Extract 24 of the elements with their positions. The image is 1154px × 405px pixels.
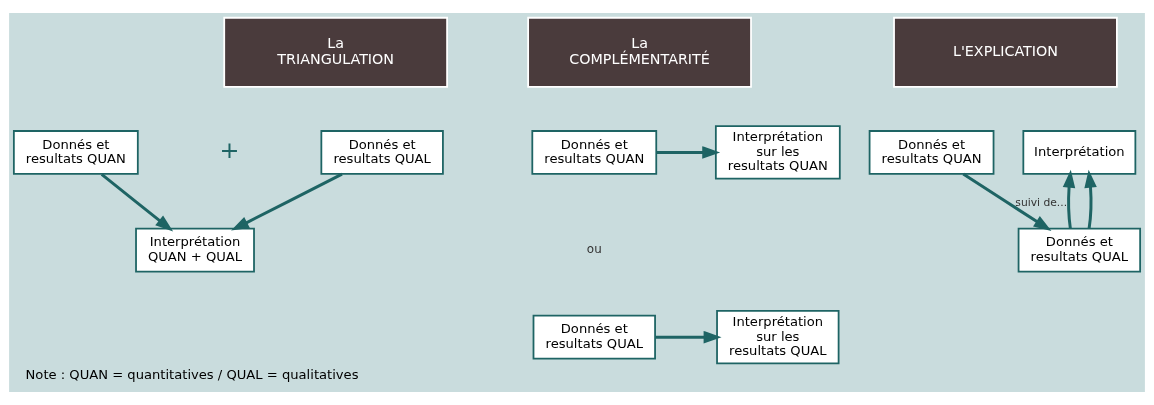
arrow xyxy=(100,173,174,232)
node-box: Interprétation sur les resultats QUAL xyxy=(716,310,840,365)
arrow xyxy=(962,172,1052,231)
arrow xyxy=(231,172,343,231)
arrow xyxy=(1084,169,1097,229)
node-box: Donnés et resultats QUAN xyxy=(868,130,995,175)
node-box: Donnés et resultats QUAN xyxy=(12,130,139,175)
node-box: Interprétation xyxy=(1022,130,1137,175)
label: + xyxy=(219,136,240,165)
node-box: Interprétation QUAN + QUAL xyxy=(135,227,255,273)
arrow xyxy=(1062,169,1076,229)
node-box: L'EXPLICATION xyxy=(893,16,1118,88)
node-box: Donnés et resultats QUAL xyxy=(320,130,444,175)
node-box: La TRIANGULATION xyxy=(223,16,448,88)
node-box: Donnés et resultats QUAL xyxy=(1017,227,1142,273)
node-box: Donnés et resultats QUAL xyxy=(532,314,656,360)
arrow xyxy=(655,330,722,344)
arrow xyxy=(656,146,721,159)
caption: Note : QUAN = quantitatives / QUAL = qualitatives xyxy=(25,366,359,382)
label: ou xyxy=(586,242,602,257)
edge-label: suivi de... xyxy=(1015,196,1068,210)
node-box: Interprétation sur les resultats QUAN xyxy=(714,125,841,180)
node-box: Donnés et resultats QUAN xyxy=(531,130,658,175)
node-box: La COMPLÉMENTARITÉ xyxy=(527,16,752,88)
